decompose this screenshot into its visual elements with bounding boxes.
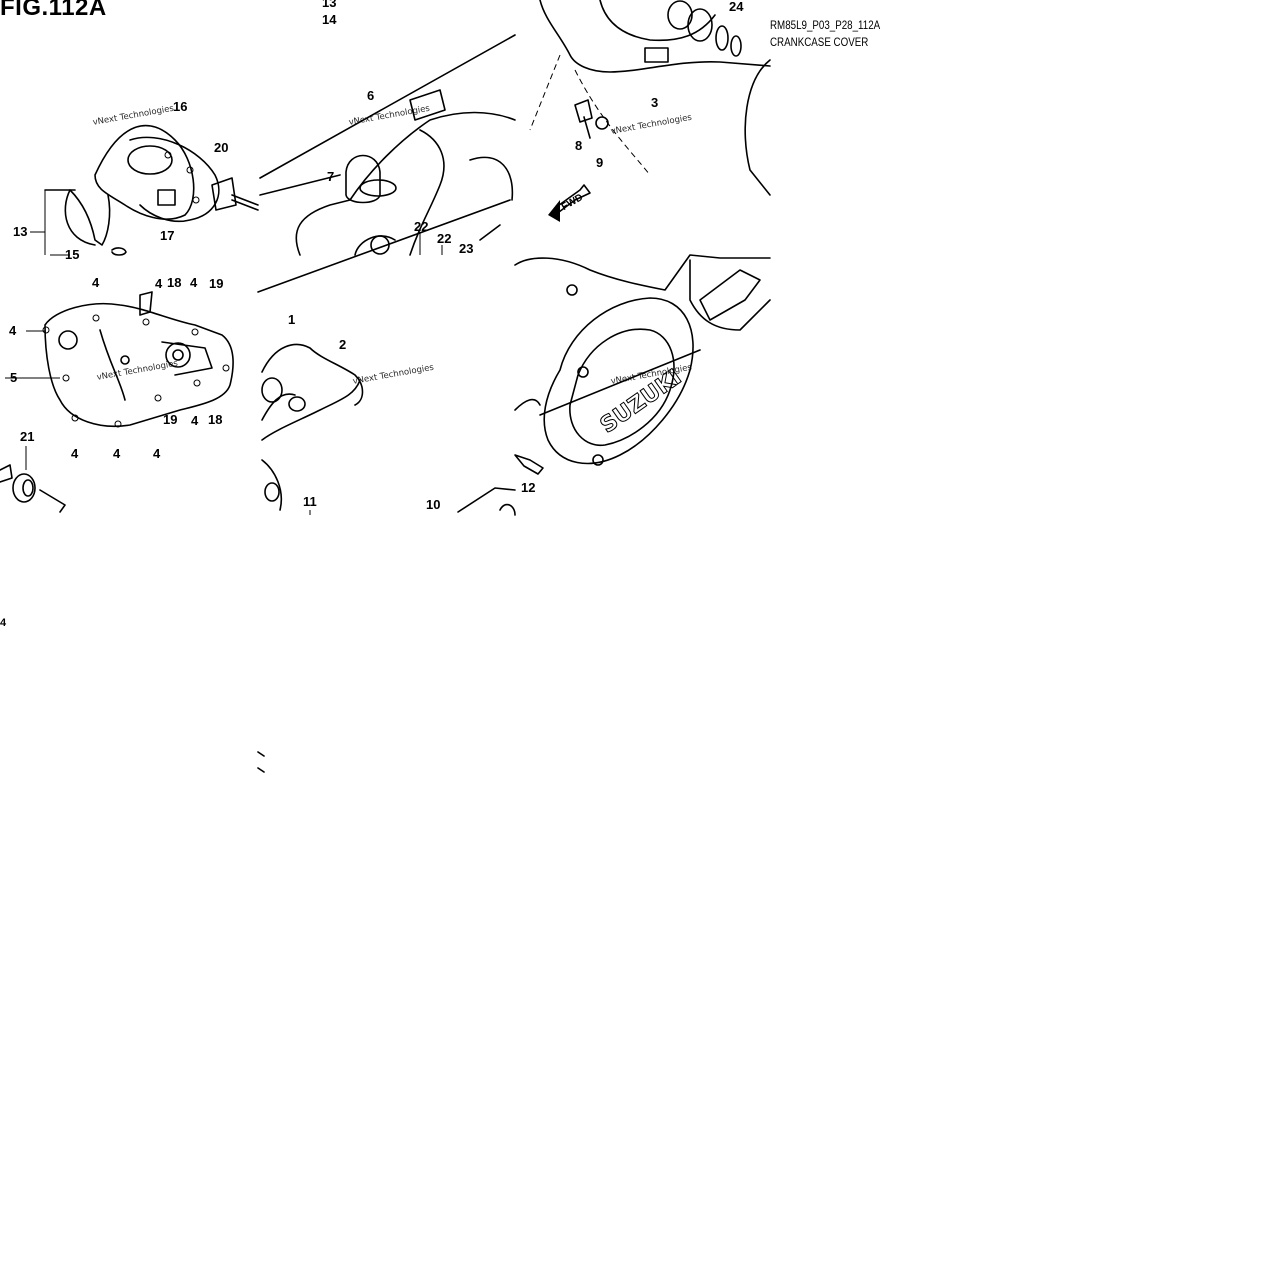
callout-4: 4: [92, 275, 100, 290]
callout-17: 17: [160, 228, 175, 243]
left-cover-panel: [0, 291, 234, 513]
figure-title: FIG.112A: [0, 0, 107, 21]
water-pump-housing-panel: [30, 124, 259, 256]
callout-18: 18: [167, 275, 182, 290]
callout-4: 4: [191, 413, 199, 428]
crankcase-cover-fragment-panel: [529, 0, 771, 222]
callout-16: 16: [173, 99, 188, 114]
cover-gasket-panel: [257, 199, 516, 773]
callout-4: 4: [0, 617, 7, 629]
callout-21: 21: [20, 429, 35, 444]
callout-18: 18: [208, 412, 223, 427]
callout-19: 19: [209, 276, 224, 291]
figure-code: RM85L9_P03_P28_112A: [770, 20, 881, 32]
callout-1: 1: [288, 312, 296, 327]
callout-24: 24: [729, 0, 744, 14]
callout-13: 13: [13, 224, 28, 239]
callout-8: 8: [575, 138, 583, 153]
figure-subtitle: CRANKCASE COVER: [770, 37, 869, 49]
clutch-cover-panel: SUZUKI: [514, 254, 771, 475]
callout-11: 11: [303, 494, 317, 509]
callout-14: 14: [322, 12, 337, 27]
callout-19: 19: [163, 412, 178, 427]
callout-9: 9: [596, 155, 604, 170]
callout-2: 2: [339, 337, 347, 352]
crankcase-half-panel: [259, 34, 516, 256]
callout-4: 4: [190, 275, 198, 290]
callout-6: 6: [367, 88, 375, 103]
callout-3: 3: [651, 95, 659, 110]
callout-4: 4: [9, 323, 17, 338]
callout-4: 4: [155, 276, 163, 291]
callout-10: 10: [426, 497, 441, 512]
callout-20: 20: [214, 140, 229, 155]
callout-13: 13: [322, 0, 337, 10]
callout-5: 5: [10, 370, 18, 385]
callout-4: 4: [113, 446, 121, 461]
callout-22: 22: [437, 231, 452, 246]
callout-23: 23: [459, 241, 474, 256]
callout-4: 4: [153, 446, 161, 461]
callout-12: 12: [521, 480, 536, 495]
callout-15: 15: [65, 247, 80, 262]
callout-22: 22: [414, 219, 429, 234]
callout-7: 7: [327, 169, 335, 184]
callout-4: 4: [71, 446, 79, 461]
